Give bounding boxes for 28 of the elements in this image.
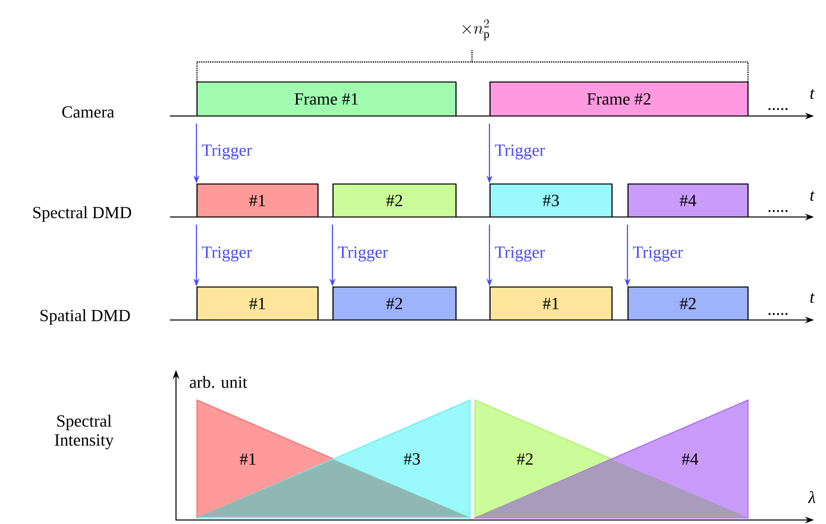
- axis-title: Spectral Intensity: [54, 414, 114, 450]
- row-label: Camera: [62, 106, 114, 118]
- edge-label: Trigger: [202, 246, 252, 262]
- edge-label: Trigger: [202, 144, 252, 160]
- edge-label: Trigger: [494, 144, 545, 160]
- pattern-box: #1: [489, 286, 613, 321]
- axis-label: t: [810, 89, 815, 99]
- pattern-box: #2: [332, 183, 457, 218]
- pattern-box: #1: [196, 183, 319, 218]
- edge-label: Trigger: [632, 246, 683, 262]
- pattern-box: #2: [627, 286, 749, 321]
- multiplier-label: $\times n_\mathrm{p}^2$: [462, 19, 490, 40]
- edge-label: Trigger: [338, 246, 388, 262]
- pattern-box: #2: [332, 286, 457, 321]
- ellipsis: .....: [768, 313, 788, 315]
- ellipsis: .....: [768, 108, 788, 110]
- pattern-box: #4: [627, 183, 749, 218]
- axis-label: λ: [808, 491, 816, 503]
- pattern-box: #3: [489, 183, 613, 218]
- pattern-box: #1: [196, 286, 319, 321]
- row-label: Spectral DMD: [33, 206, 132, 222]
- axis-label: t: [810, 293, 815, 303]
- edge-label: Trigger: [494, 246, 545, 262]
- frame-box: Frame #2: [489, 81, 749, 117]
- ellipsis: .....: [768, 210, 788, 212]
- axis-label: t: [810, 191, 815, 201]
- frame-box: Frame #1: [196, 81, 457, 117]
- row-label: Spatial DMD: [40, 309, 130, 325]
